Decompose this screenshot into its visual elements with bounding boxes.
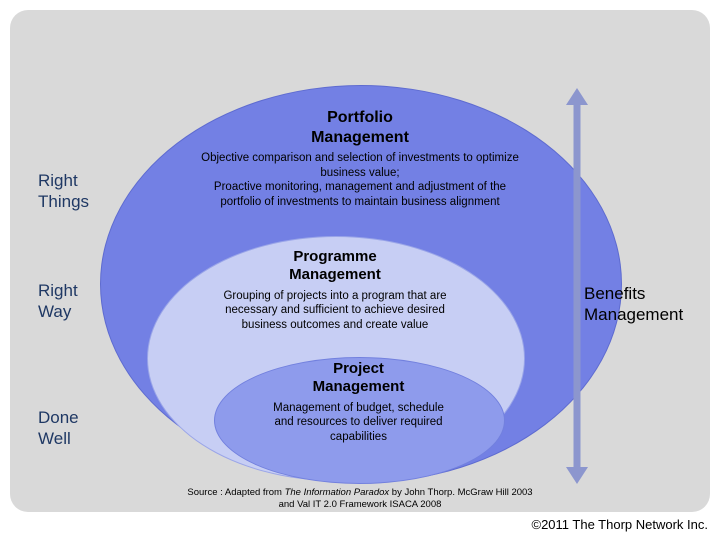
source-line-1: Source : Adapted from The Information Pa…	[120, 487, 600, 499]
label-right-way: Right Way	[38, 281, 78, 322]
source-suffix: by John Thorp. McGraw Hill 2003	[389, 487, 533, 498]
source-prefix: Source : Adapted from	[187, 487, 285, 498]
label-benefits-management: Benefits Management	[584, 284, 684, 325]
programme-text-block: Programme Management Grouping of project…	[200, 248, 470, 333]
source-note: Source : Adapted from The Information Pa…	[120, 487, 600, 512]
portfolio-text-block: Portfolio Management Objective compariso…	[170, 108, 550, 210]
project-title: Project Management	[312, 360, 405, 396]
programme-desc: Grouping of projects into a program that…	[223, 289, 447, 332]
project-desc: Management of budget, schedule and resou…	[273, 401, 444, 444]
portfolio-desc-1: Objective comparison and selection of in…	[201, 152, 519, 179]
benefits-arrow-icon	[559, 88, 595, 484]
portfolio-desc-2: Proactive monitoring, management and adj…	[213, 181, 507, 209]
copyright-text: ©2011 The Thorp Network Inc.	[531, 517, 708, 532]
project-ellipse	[214, 357, 505, 484]
project-text-block: Project Management Management of budget,…	[270, 360, 447, 445]
portfolio-title: Portfolio Management	[311, 109, 409, 146]
programme-title: Programme Management	[289, 248, 381, 284]
label-right-things: Right Things	[38, 171, 90, 212]
label-done-well: Done Well	[38, 408, 79, 449]
source-book-title: The Information Paradox	[284, 487, 390, 498]
source-line-2: and Val IT 2.0 Framework ISACA 2008	[278, 499, 442, 511]
